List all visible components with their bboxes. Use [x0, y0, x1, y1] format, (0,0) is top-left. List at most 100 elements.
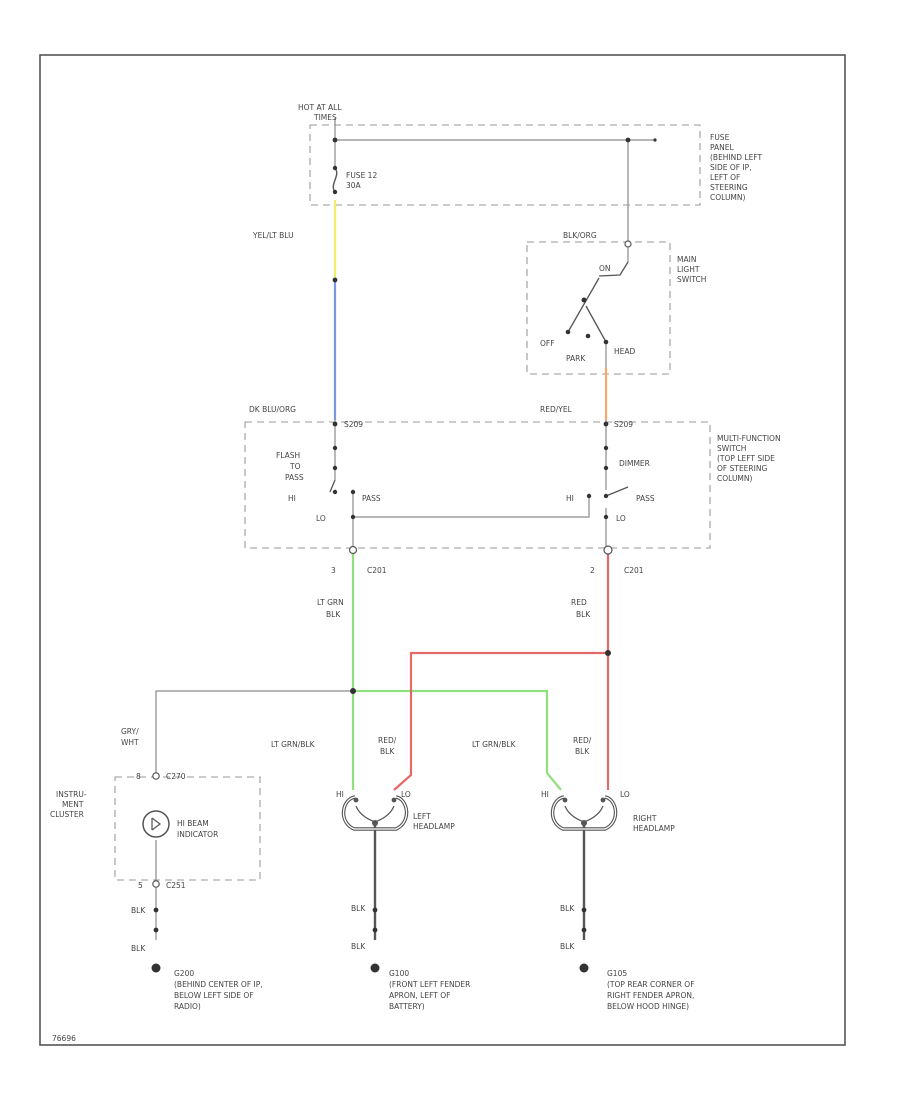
multifunction-dot-8 — [586, 493, 592, 499]
right-headlamp-hi-label: HI — [541, 790, 549, 799]
multifunction-dot-3 — [332, 489, 338, 495]
left-headlamp-lo-label: LO — [401, 790, 411, 799]
flash-to-pass-label: FLASH TO PASS — [276, 451, 304, 482]
main-light-switch-box — [526, 241, 671, 375]
right-headlamp-icon — [550, 795, 618, 831]
left-ground-dot-a — [372, 907, 378, 913]
instrument-cluster-label: INSTRU- MENT CLUSTER — [50, 790, 89, 819]
pin-number-2: 2 — [590, 566, 595, 575]
ground-g105-icon — [579, 963, 589, 973]
c201-right-terminal — [603, 545, 613, 555]
splice-green — [350, 688, 356, 694]
s209-left-dot — [332, 421, 338, 427]
wire-label-red-blk-right-2: BLK — [575, 747, 590, 756]
fuse-panel-label: FUSE PANEL (BEHIND LEFT SIDE OF IP, LEFT… — [710, 133, 765, 202]
yellow-blue-splice — [332, 277, 338, 283]
wire-label-wht: WHT — [121, 738, 139, 747]
ground-g105-label: G105 (TOP REAR CORNER OF RIGHT FENDER AP… — [607, 969, 697, 1011]
multifunction-dot-9 — [603, 493, 609, 499]
multifunction-dot-2 — [332, 465, 338, 471]
multifunction-dot-5 — [350, 514, 356, 520]
connector-c201-right: C201 — [624, 566, 644, 575]
cluster-ground-dot-a — [153, 907, 159, 913]
pin-number-8: 8 — [136, 772, 141, 781]
wire-label-blk-b: BLK — [576, 610, 591, 619]
ground-g100-icon — [370, 963, 380, 973]
right-headlamp-label-2: HEADLAMP — [633, 824, 675, 833]
fuse-panel-box — [309, 124, 701, 206]
main-switch-input-terminal — [624, 240, 632, 248]
wire-label-lt-grn-blk-right: LT GRN/BLK — [472, 740, 517, 749]
wire-red-branch — [393, 651, 608, 791]
left-ground-dot-b — [372, 927, 378, 933]
instrument-cluster-box — [114, 776, 261, 881]
c270-terminal — [152, 772, 160, 780]
wire-label-red-blk-right: RED/ — [573, 736, 592, 745]
dimmer-label: DIMMER — [619, 459, 650, 468]
right-hi-label: HI — [566, 494, 574, 503]
multifunction-dot-4 — [350, 489, 356, 495]
fuse-element — [332, 167, 338, 193]
wire-label-blk-org: BLK/ORG — [563, 231, 597, 240]
ground-wire-label-right-a: BLK — [560, 904, 575, 913]
splice-red — [605, 650, 611, 656]
fuse-bottom-dot — [332, 189, 338, 195]
fuse-bus-dot-right — [625, 137, 631, 143]
diagram-frame — [39, 54, 846, 1046]
multifunction-dot-6 — [603, 445, 609, 451]
ground-g200-label: G200 (BEHIND CENTER OF IP, BELOW LEFT SI… — [174, 969, 265, 1011]
right-pass-label: PASS — [636, 494, 655, 503]
wire-label-red-yel: RED/YEL — [540, 405, 573, 414]
cluster-ground-dot-b — [153, 927, 159, 933]
main-switch-lever-2 — [585, 305, 607, 343]
wire-white — [155, 690, 353, 774]
left-headlamp-label: LEFT — [413, 812, 431, 821]
right-headlamp-label: RIGHT — [633, 814, 657, 823]
right-ground-dot-a — [581, 907, 587, 913]
right-headlamp-lo-label: LO — [620, 790, 630, 799]
hot-at-all-times-label-2: TIMES — [313, 113, 337, 122]
figure-id-label: 76696 — [52, 1034, 76, 1043]
connector-c270: C270 — [166, 772, 186, 781]
main-light-switch-label: MAIN LIGHT SWITCH — [677, 255, 706, 284]
hi-beam-indicator-glyph — [151, 817, 161, 831]
wire-label-lt-grn: LT GRN — [317, 598, 344, 607]
wire-green-branch — [353, 689, 562, 791]
hot-at-all-times-label: HOT AT ALL — [298, 103, 342, 112]
connector-s209-left: S209 — [344, 420, 363, 429]
c251-terminal — [152, 880, 160, 888]
multifunction-switch-box — [244, 421, 711, 549]
multifunction-dot-7 — [603, 465, 609, 471]
wire-label-red-blk-left-2: BLK — [380, 747, 395, 756]
switch-pivot — [581, 297, 587, 303]
connector-c201-left: C201 — [367, 566, 387, 575]
switch-head-label: HEAD — [614, 347, 636, 356]
left-headlamp-label-2: HEADLAMP — [413, 822, 455, 831]
ground-wire-label-left-b: BLK — [351, 942, 366, 951]
multifunction-dot-1 — [332, 445, 338, 451]
ground-wire-label-cluster-b: BLK — [131, 944, 146, 953]
flash-pass-switch — [329, 479, 336, 493]
main-switch-contact — [598, 261, 629, 277]
wire-label-gry: GRY/ — [121, 727, 139, 736]
wire-label-red-blk-left: RED/ — [378, 736, 397, 745]
switch-off-contact — [565, 329, 571, 335]
pin-number-3: 3 — [331, 566, 336, 575]
ground-g100-label: G100 (FRONT LEFT FENDER APRON, LEFT OF B… — [389, 969, 473, 1011]
switch-park-contact — [585, 333, 591, 339]
main-switch-lever — [567, 277, 600, 333]
switch-off-label: OFF — [540, 339, 555, 348]
dimmer-switch — [605, 486, 629, 497]
switch-on-label: ON — [599, 264, 611, 273]
fuse-top-dot — [332, 165, 338, 171]
wire-label-lt-grn-blk-left: LT GRN/BLK — [271, 740, 316, 749]
fuse-bus-dot-end — [653, 138, 657, 142]
connector-s209-right: S209 — [614, 420, 633, 429]
connector-c251: C251 — [166, 881, 186, 890]
left-headlamp-hi-label: HI — [336, 790, 344, 799]
right-lo-label: LO — [616, 514, 626, 523]
switch-head-contact — [603, 339, 609, 345]
c201-left-terminal — [348, 545, 358, 555]
fuse-bus-dot-left — [332, 137, 338, 143]
